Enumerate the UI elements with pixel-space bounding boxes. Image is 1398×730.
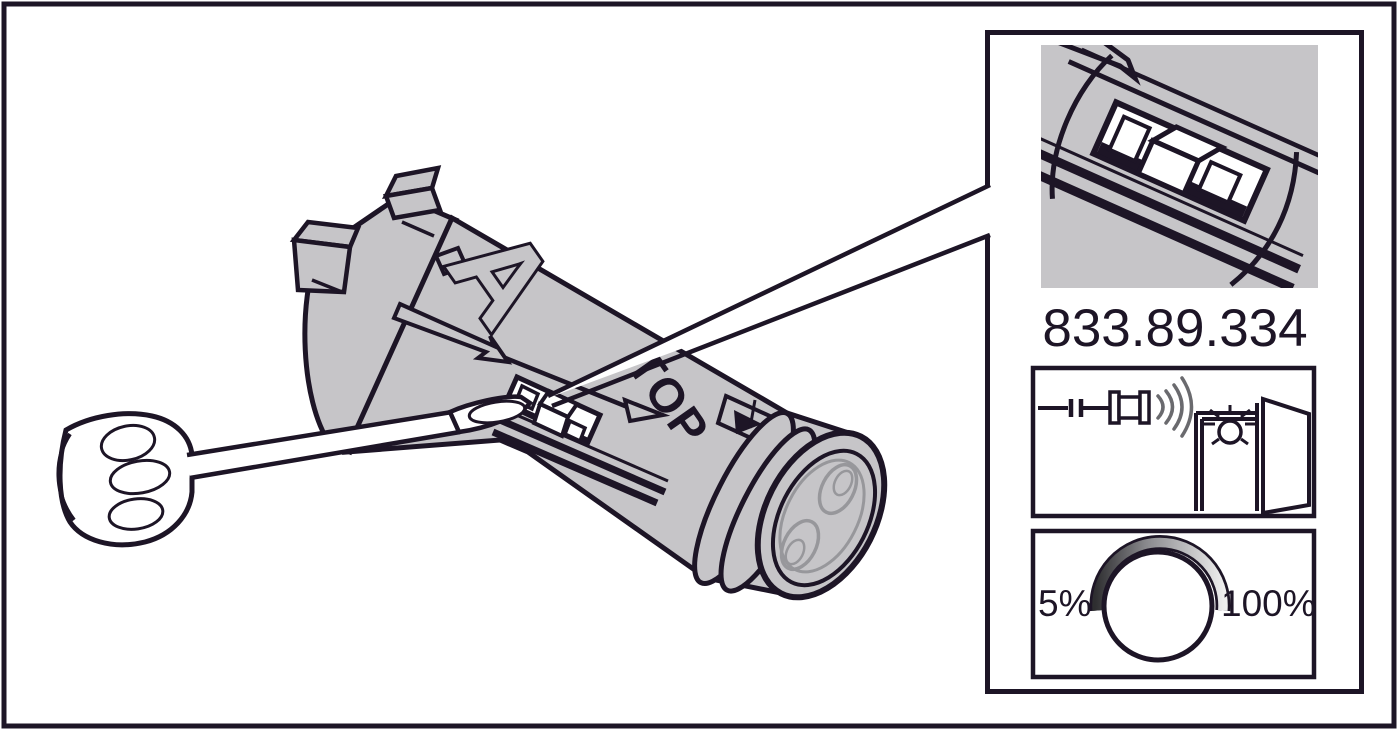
rear-mounting-bracket [289, 165, 460, 456]
lens-opening-1 [817, 462, 859, 516]
dimmer-function-box [1030, 528, 1317, 680]
led-driver-device: A TOP [289, 165, 888, 601]
screwdriver-handle [56, 411, 195, 548]
closeup-window-right [1196, 159, 1243, 206]
screwdriver-shaft [186, 409, 461, 481]
closeup-leader-lines [547, 182, 991, 409]
marking-dot [433, 245, 469, 277]
switch-closeup-icon [1041, 45, 1318, 288]
switch-window-right [562, 418, 588, 444]
sensor-face [754, 429, 888, 601]
lens-opening-2 [779, 518, 821, 572]
dimmer-min-label: 5% [1038, 583, 1092, 624]
detail-panel [985, 30, 1364, 694]
cabinet-light-icon [1194, 396, 1311, 516]
open-door-icon [1261, 396, 1311, 516]
switch-chamfer-edge [497, 352, 671, 424]
light-bulb-icon [1203, 405, 1257, 446]
dial-knob [1101, 549, 1215, 663]
moulded-arrow [391, 301, 513, 365]
bottom-ridges [491, 408, 669, 507]
part-number: 833.89.334 [1042, 299, 1308, 358]
dimmer-knob-icon [1089, 534, 1231, 663]
dimmer-max-label: 100% [1221, 583, 1316, 624]
closeup-window-left [1106, 114, 1153, 164]
clip-tab-left [289, 219, 362, 295]
closeup-actuator [1134, 124, 1228, 198]
screwdriver-icon [56, 394, 534, 548]
screwdriver-blade [447, 394, 534, 435]
lens-opening-2-inner [784, 538, 806, 566]
radio-signal-icon [1038, 376, 1194, 438]
clip-tab-top [381, 165, 444, 238]
lens-opening-1-inner [832, 469, 854, 497]
detail-panel-border [985, 30, 1364, 694]
wireless-function-box [1030, 365, 1317, 519]
